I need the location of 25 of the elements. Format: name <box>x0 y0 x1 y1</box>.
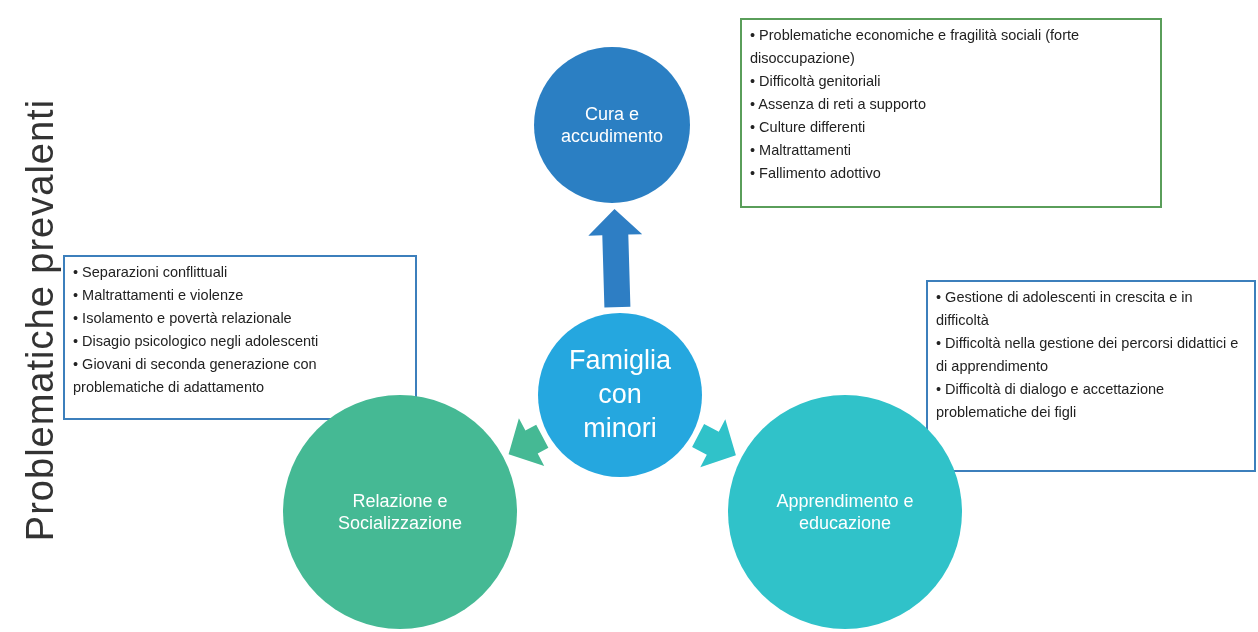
bullet-item: • Problematiche economiche e fragilità sociali (forte disoccupazione) <box>750 26 1081 68</box>
bullet-item: • Difficoltà di dialogo e accettazione problematiche dei figli <box>936 380 1166 422</box>
bullet-item: • Maltrattamenti e violenze <box>73 286 245 305</box>
block-arrow <box>588 209 643 308</box>
bullet-item: • Difficoltà nella gestione dei percorsi didattici e di apprendimento <box>936 334 1240 376</box>
circle-label: Apprendimento e educazione <box>775 489 915 535</box>
bullet-item: • Difficoltà genitoriali <box>750 72 882 91</box>
circle-label: Cura e accudimento <box>559 102 665 148</box>
bullet-list-box <box>63 255 417 420</box>
bullet-list-box <box>926 280 1256 472</box>
block-arrow <box>692 419 736 468</box>
bullet-item: • Culture differenti <box>750 118 867 137</box>
bullet-item: • Maltrattamenti <box>750 141 852 160</box>
bullet-item: • Fallimento adottivo <box>750 164 882 183</box>
bullet-item: • Giovani di seconda generazione con problematiche di adattamento <box>73 355 318 397</box>
circle-label: Relazione e Socializzazione <box>336 489 464 535</box>
bullet-item: • Gestione di adolescenti in crescita e in difficoltà <box>936 288 1194 330</box>
bullet-list-box <box>740 18 1162 208</box>
circle-label: Famiglia con minori <box>568 344 672 445</box>
vertical-title: Problematiche prevalenti <box>18 97 62 544</box>
block-arrow <box>508 418 549 466</box>
bullet-item: • Isolamento e povertà relazionale <box>73 309 293 328</box>
bullet-item: • Assenza di reti a supporto <box>750 95 927 114</box>
bullet-item: • Disagio psicologico negli adolescenti <box>73 332 320 351</box>
bullet-item: • Separazioni conflittuali <box>73 263 229 282</box>
